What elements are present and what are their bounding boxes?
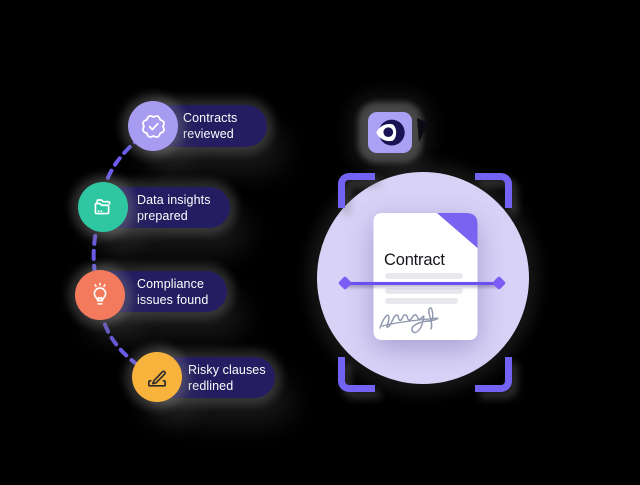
eye-badge — [368, 112, 412, 153]
document-placeholder-line — [385, 298, 458, 304]
step-circle-compliance-issues — [75, 270, 125, 320]
viewfinder-bracket-bottom-right — [475, 357, 512, 392]
viewfinder-bracket-bottom-left — [338, 357, 375, 392]
document-fold — [437, 213, 478, 248]
pencil-sign-icon — [148, 370, 166, 387]
eye-icon — [376, 119, 405, 146]
document-title: Contract — [384, 251, 445, 269]
step-label: Data insights prepared — [137, 192, 211, 223]
step-circle-risky-clauses — [132, 352, 182, 402]
viewfinder-bracket-top-left — [338, 173, 375, 208]
signature-scribble — [379, 307, 439, 334]
step-circle-data-insights — [78, 182, 128, 232]
dark-accent-shape — [417, 118, 428, 142]
document-placeholder-line — [385, 288, 463, 294]
step-label: Risky clauses redlined — [188, 362, 266, 393]
step-label: Compliance issues found — [137, 276, 209, 307]
badge-check-icon — [141, 114, 165, 138]
lightbulb-icon — [93, 282, 107, 305]
scan-line — [344, 282, 500, 285]
viewfinder-bracket-top-right — [475, 173, 512, 208]
document-placeholder-line — [385, 273, 463, 279]
folders-icon — [94, 199, 111, 215]
step-circle-contracts-reviewed — [128, 101, 178, 151]
step-label: Contracts reviewed — [183, 111, 238, 141]
